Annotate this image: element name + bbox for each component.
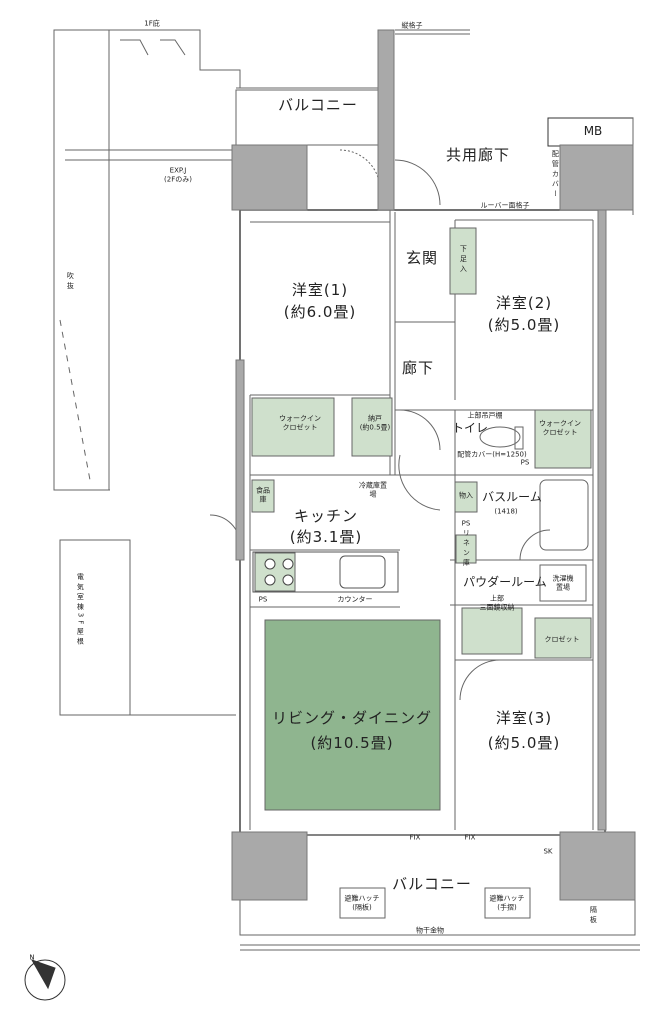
roof-outline — [54, 29, 241, 88]
void-area — [53, 29, 110, 491]
label-common-hall: 共用廊下 — [445, 145, 511, 164]
label-counter: カウンター — [337, 595, 373, 604]
label-western3-name: 洋室(3) — [495, 708, 553, 727]
label-1f-roof: 1F庇 — [144, 19, 160, 28]
label-hatch-right: 避難ハッチ(手摺) — [489, 894, 525, 911]
label-walkin2: ウォークインクロゼット — [539, 419, 581, 436]
storage-in — [454, 481, 478, 513]
label-bath-size: (1418) — [494, 507, 518, 516]
column-top-right — [559, 144, 634, 211]
dash-line — [59, 319, 91, 481]
label-louver: ルーバー面格子 — [480, 201, 530, 210]
label-hatch-left: 避難ハッチ(隔板) — [344, 894, 380, 911]
label-mirror: 上部三面鏡収納 — [479, 594, 515, 611]
label-clothes-dry: 物干金物 — [416, 926, 444, 935]
label-corridor: 廊下 — [401, 358, 435, 377]
label-fix-2: FIX — [464, 833, 476, 842]
column-top-left — [231, 144, 308, 211]
label-ps-bath: PS — [461, 519, 471, 528]
label-fix-1: FIX — [409, 833, 421, 842]
living-floor — [264, 619, 441, 811]
label-western1-name: 洋室(1) — [291, 280, 349, 299]
label-linen: リネン庫 — [462, 529, 471, 569]
label-fridge: 冷蔵庫置場 — [359, 481, 387, 498]
label-ps-kitchen: PS — [258, 595, 268, 604]
label-ps-toilet: PS — [520, 458, 530, 467]
label-powder: パウダールーム — [463, 574, 547, 589]
label-closet3: クロゼット — [544, 635, 580, 644]
label-balcony-bottom: バルコニー — [392, 874, 472, 893]
label-pipe2: 配管カバー(H=1250) — [457, 450, 527, 459]
label-kitchen-size: (約3.1畳) — [289, 527, 363, 546]
label-kitchen-name: キッチン — [293, 506, 359, 525]
label-bath: バスルーム — [482, 489, 542, 504]
walkin-closet-1 — [251, 397, 335, 457]
label-void: 吹抜 — [66, 272, 75, 292]
label-living-size: (約10.5畳) — [310, 733, 394, 752]
north-arrow-icon — [24, 959, 66, 1001]
shoe-cabinet — [449, 227, 477, 295]
label-western3-size: (約5.0畳) — [487, 733, 561, 752]
storage-nando — [351, 397, 393, 457]
label-balcony-top: バルコニー — [278, 95, 358, 114]
label-expj: EXP.J(2Fのみ) — [164, 166, 192, 183]
column-top-mid — [377, 29, 395, 211]
label-shoe: 下足入 — [459, 245, 468, 275]
label-mb: MB — [583, 123, 603, 138]
label-sk: SK — [543, 847, 553, 856]
label-pantry: 食品庫 — [256, 486, 270, 503]
label-walkin1: ウォークインクロゼット — [279, 414, 321, 431]
label-western1-size: (約6.0畳) — [283, 302, 357, 321]
label-western2-name: 洋室(2) — [495, 293, 553, 312]
closet-3 — [534, 617, 592, 659]
walkin-closet-2 — [534, 409, 592, 469]
label-pipe: 配管カバー — [551, 150, 560, 200]
label-elec-room: 電気室棟3F屋根 — [76, 572, 85, 648]
pantry — [251, 479, 275, 513]
label-living-name: リビング・ダイニング — [271, 708, 433, 727]
label-western2-size: (約5.0畳) — [487, 315, 561, 334]
label-entrance: 玄関 — [405, 248, 439, 267]
column-bottom-right — [559, 831, 636, 901]
label-upper-cab: 上部吊戸棚 — [467, 411, 503, 420]
linen — [455, 534, 477, 564]
column-bottom-left — [231, 831, 308, 901]
label-storage: 納戸(約0.5畳) — [359, 414, 391, 431]
label-partition: 隔板 — [589, 906, 598, 926]
label-washer: 洗濯機置場 — [552, 574, 574, 591]
label-north: N — [29, 953, 35, 962]
label-toilet: トイレ — [451, 420, 489, 435]
label-storage-in: 物入 — [459, 491, 473, 500]
label-rail: 縦格子 — [401, 21, 423, 30]
